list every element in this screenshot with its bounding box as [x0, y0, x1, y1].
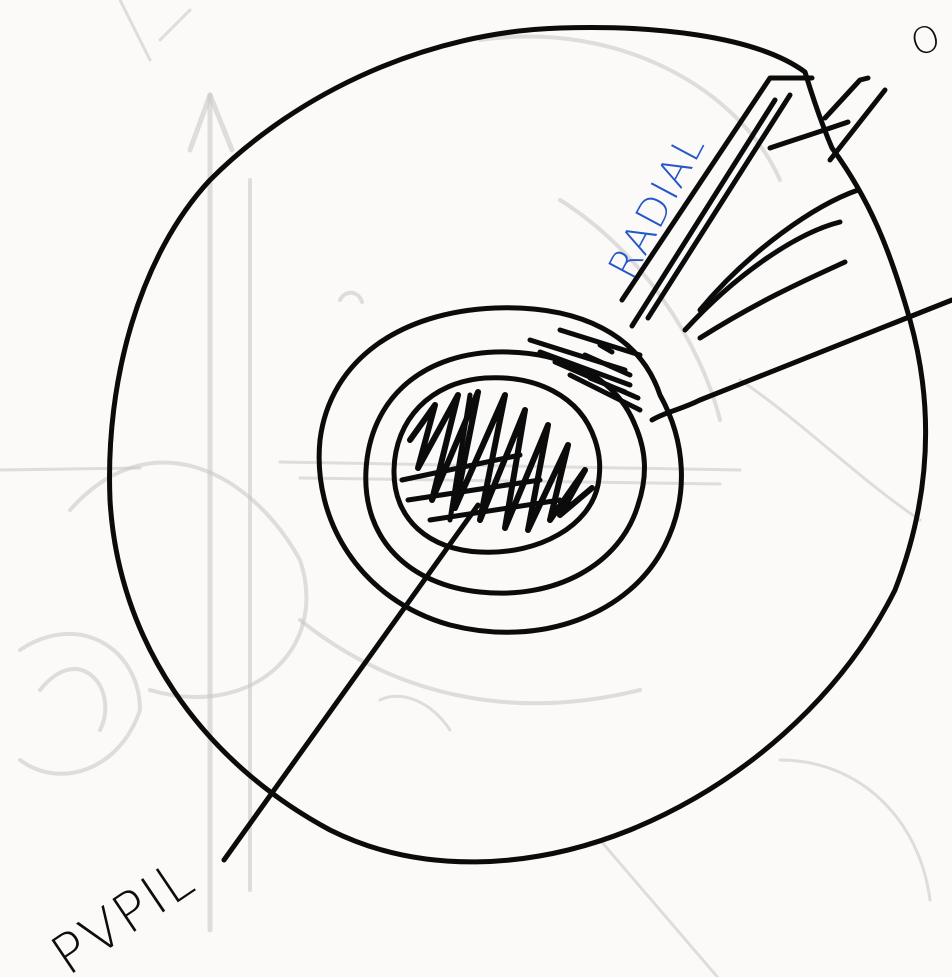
radial-stroke-6: [770, 122, 848, 148]
radial-stroke-4: [825, 78, 868, 118]
iris-inner-ring: [366, 352, 645, 593]
radial-stroke-9: [700, 262, 845, 338]
